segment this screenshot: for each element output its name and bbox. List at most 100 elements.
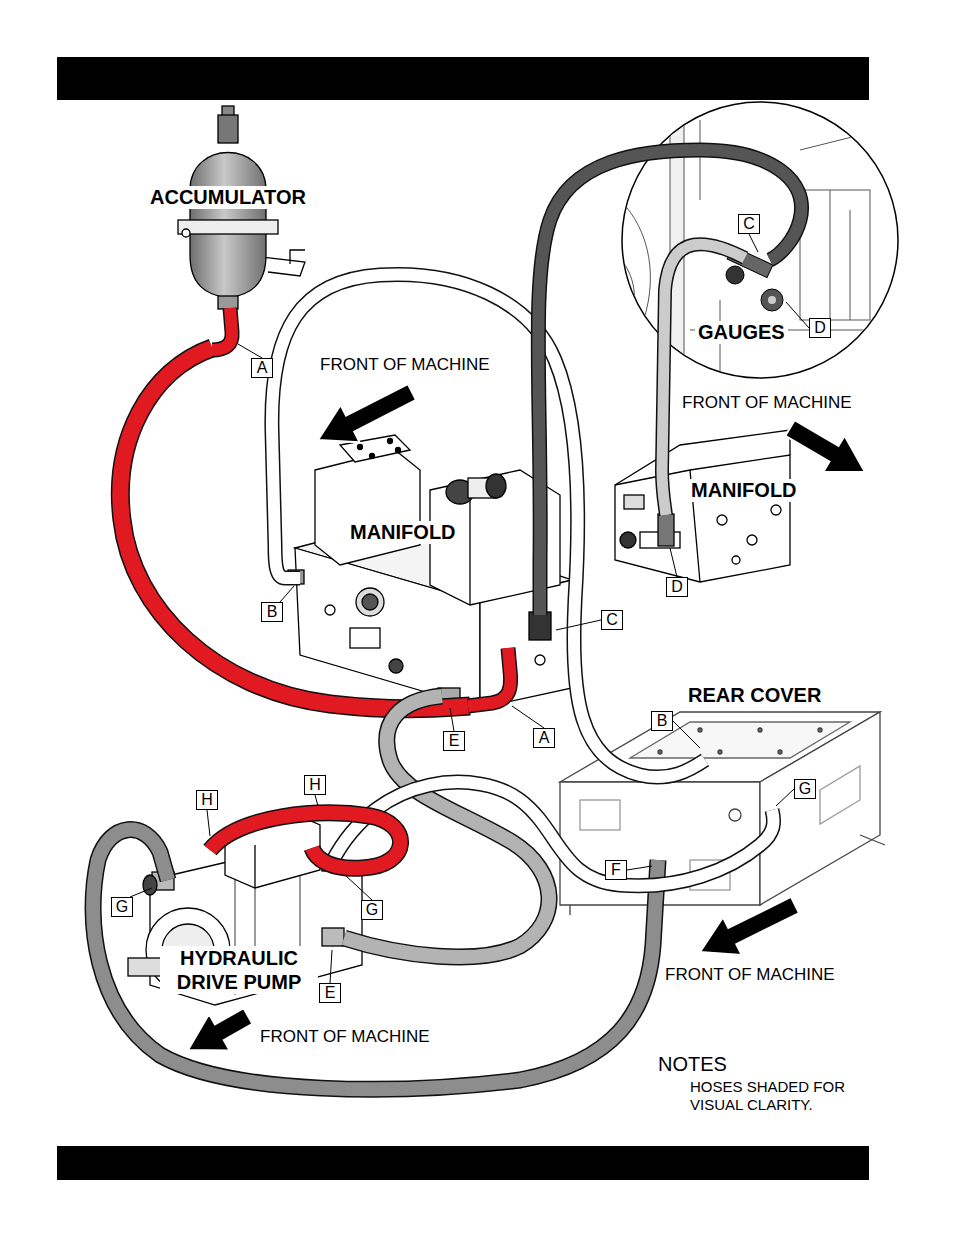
rear-cover-part <box>658 750 662 754</box>
callout-letter: D <box>666 577 688 597</box>
accumulator-part <box>178 220 278 234</box>
header-bar <box>57 57 869 100</box>
left-manifold-part <box>529 612 551 640</box>
right-manifold-part <box>771 505 781 515</box>
callout-letter: B <box>651 711 673 731</box>
rear-cover-part <box>758 728 762 732</box>
rear-cover-part <box>570 835 885 915</box>
direction-label: FRONT OF MACHINE <box>680 393 854 413</box>
direction-arrow <box>318 384 416 442</box>
leader-line <box>673 721 700 748</box>
leader-line <box>776 789 794 806</box>
footer-bar <box>57 1146 869 1180</box>
part-name: MANIFOLD <box>688 479 800 502</box>
hose-body <box>662 244 745 515</box>
callout-letter: E <box>319 983 341 1003</box>
leader-line <box>749 234 758 252</box>
direction-arrow <box>700 897 799 955</box>
gauge-inset-part <box>761 289 783 311</box>
leader-line <box>450 708 454 731</box>
right-manifold-part <box>717 515 727 525</box>
callout-letter: F <box>605 860 627 880</box>
gauge-inset-part <box>610 100 900 380</box>
callout-letter: G <box>111 897 133 917</box>
gauge-inset-part <box>726 266 744 284</box>
part-name: MANIFOLD <box>347 521 459 544</box>
rear-cover-part <box>818 728 822 732</box>
rear-cover-part <box>698 728 702 732</box>
left-manifold-part <box>388 439 393 444</box>
callout-letter: H <box>196 790 218 810</box>
callout-letter: A <box>533 728 555 748</box>
leader-lines <box>130 234 809 983</box>
left-manifold <box>288 435 572 708</box>
hose <box>344 696 549 957</box>
left-manifold-part <box>370 454 375 459</box>
hose <box>272 274 705 777</box>
hose-outline <box>120 348 470 709</box>
left-manifold-part <box>362 594 378 610</box>
hose-body <box>538 150 801 615</box>
callout-letter: G <box>794 779 816 799</box>
hose <box>212 308 232 350</box>
accumulator-part <box>218 296 238 309</box>
hose-outline <box>210 813 401 868</box>
part-name: GAUGES <box>695 321 788 344</box>
gauge-inset-part <box>768 296 776 304</box>
gauge-inset-part-part <box>610 250 635 350</box>
left-manifold-part <box>325 605 335 615</box>
direction-label: FRONT OF MACHINE <box>318 355 492 375</box>
rear-cover-part <box>580 800 620 830</box>
leader-line <box>330 950 332 983</box>
callout-letter: C <box>738 214 760 234</box>
leader-line <box>556 620 601 630</box>
left-manifold-part <box>358 445 363 450</box>
hose-body <box>272 274 705 777</box>
callout-letter: E <box>443 731 465 751</box>
part-name: REAR COVER <box>685 684 824 707</box>
hydraulic-pump-part <box>254 845 255 888</box>
right-manifold-part <box>615 455 790 582</box>
leader-line <box>130 888 152 897</box>
hoses <box>93 150 801 1089</box>
gauge-inset-part-part <box>620 200 650 330</box>
part-name: HYDRAULIC DRIVE PUMP <box>160 946 318 994</box>
left-manifold-part <box>535 655 545 665</box>
right-manifold-part <box>620 532 636 548</box>
hose-body <box>468 648 511 706</box>
gauge-inset-part-part <box>800 190 870 320</box>
left-manifold-part <box>469 500 470 605</box>
hose <box>120 348 470 709</box>
footer-bar-part <box>57 1146 869 1180</box>
direction-label: FRONT OF MACHINE <box>663 965 837 985</box>
hose-outline <box>272 274 705 777</box>
rear-cover-part <box>820 766 860 824</box>
leader-line <box>345 875 372 900</box>
direction-arrow <box>188 1008 252 1050</box>
header-bar-part <box>57 57 869 100</box>
note-text: HOSES SHADED FOR VISUAL CLARITY. <box>690 1078 870 1114</box>
leader-line <box>207 810 210 836</box>
hose <box>210 813 401 868</box>
hose-body <box>212 308 232 350</box>
hose-body <box>210 813 401 868</box>
hose <box>662 244 745 515</box>
hose-body <box>120 348 470 709</box>
direction-arrow <box>785 420 865 472</box>
right-manifold-part <box>624 495 644 509</box>
right-manifold-part <box>658 514 674 546</box>
hose-outline <box>662 244 745 515</box>
hose-outline <box>212 308 232 350</box>
hose-outline <box>468 648 511 706</box>
right-manifold-part <box>732 556 740 564</box>
left-manifold-part <box>389 659 403 673</box>
left-manifold-part <box>315 450 420 565</box>
leader-line <box>315 795 318 806</box>
gauge-inset-part-part <box>800 125 900 150</box>
notes-heading: NOTES <box>658 1052 727 1076</box>
left-manifold-part <box>350 628 380 648</box>
leader-line <box>627 866 652 870</box>
